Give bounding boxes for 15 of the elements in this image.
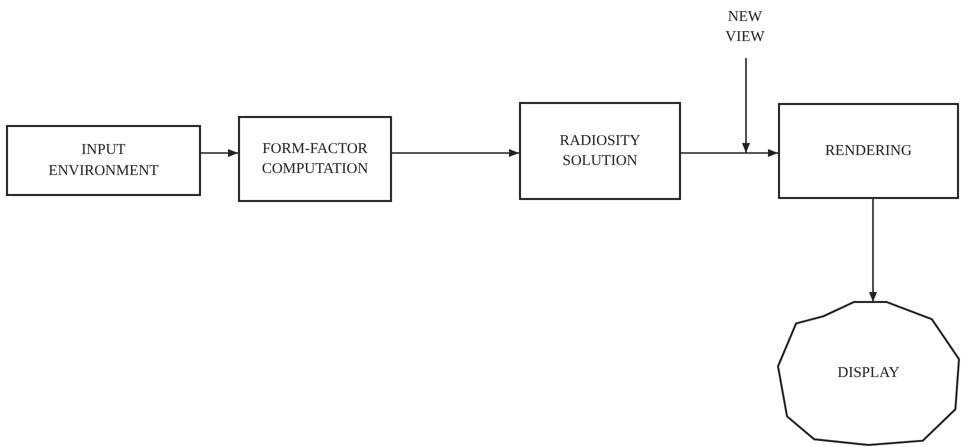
arrow — [742, 58, 750, 153]
node-label: INPUT ENVIRONMENT — [48, 141, 160, 180]
input-label: NEW VIEW — [724, 8, 766, 47]
process-box — [778, 103, 959, 199]
node-label: FORM-FACTOR COMPUTATION — [260, 140, 370, 179]
process-box — [6, 125, 201, 196]
node-label: RADIOSITY SOLUTION — [558, 132, 642, 171]
process-box — [238, 116, 392, 202]
arrow — [201, 149, 238, 157]
arrow — [681, 149, 778, 157]
node-label: RENDERING — [824, 142, 913, 161]
node-label: DISPLAY — [836, 364, 900, 384]
process-box — [519, 102, 681, 200]
arrow — [869, 199, 877, 302]
arrow — [392, 149, 519, 157]
